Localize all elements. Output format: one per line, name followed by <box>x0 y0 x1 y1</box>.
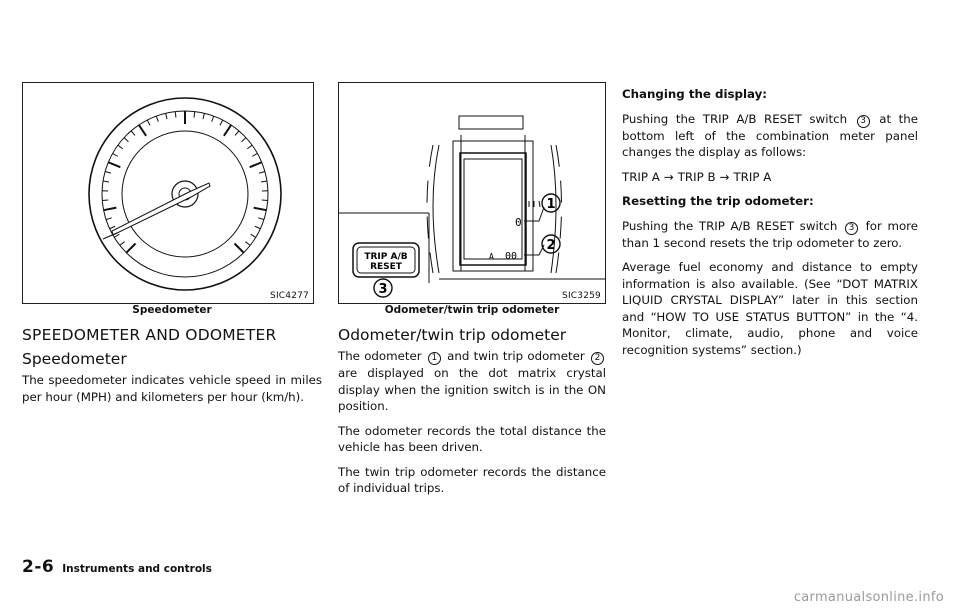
speedometer-tick <box>104 170 112 174</box>
average-fuel-paragraph: Average fuel economy and distance to emp… <box>622 260 918 357</box>
speedometer-tick <box>258 170 266 174</box>
speedometer-tick <box>103 206 117 212</box>
callout-1: 1 <box>546 197 555 212</box>
speedometer-tick <box>113 233 120 238</box>
callout-ref-3: 3 <box>856 114 870 128</box>
speedometer-tick <box>193 111 196 118</box>
speedometer-tick <box>241 137 247 143</box>
speedometer-tick <box>117 144 123 150</box>
callout-3: 3 <box>378 282 387 297</box>
svg-text:00: 00 <box>505 251 517 262</box>
speedometer-tick <box>138 124 147 137</box>
odometer-paragraph-1: The odometer 1 and twin trip odometer 2 … <box>338 349 606 413</box>
page-number: 2-6 <box>22 557 55 577</box>
speedometer-tick <box>211 115 215 122</box>
section-heading: SPEEDOMETER AND ODOMETER <box>22 326 277 344</box>
speedometer-tick <box>219 119 224 126</box>
column-speedometer: SIC4277 Speedometer SPEEDOMETER AND ODOM… <box>22 82 322 405</box>
speedometer-tick <box>123 137 129 143</box>
speedometer-tick <box>105 217 112 221</box>
speedometer-tick <box>250 233 257 238</box>
speedometer-tick <box>146 119 151 126</box>
speedometer-tick <box>234 130 240 136</box>
arrow-icon: → <box>719 169 730 184</box>
trip-reset-button-label-2: RESET <box>370 262 403 272</box>
callout-2: 2 <box>546 238 555 253</box>
figure-caption: Odometer/twin trip odometer <box>384 304 560 316</box>
speedometer-tick <box>112 153 119 157</box>
speedometer-tick <box>260 180 268 183</box>
speedometer-tick <box>253 206 267 212</box>
callout-ref-2: 2 <box>591 352 605 365</box>
speedometer-tick <box>155 115 159 122</box>
odometer-paragraph-2: The odometer records the total distance … <box>338 423 606 455</box>
column-odometer: 0 A 00 TRIP A/B RESET 1 2 3 SI <box>338 82 606 497</box>
speedometer-tick <box>174 111 177 118</box>
speedometer-tick <box>202 113 205 120</box>
speedometer-tick <box>130 130 136 136</box>
speedometer-tick <box>109 225 116 230</box>
speedometer-tick <box>165 113 168 120</box>
section-name: Instruments and controls <box>62 563 212 575</box>
trip-reset-button-label: TRIP A/B <box>364 252 407 262</box>
resetting-paragraph: Pushing the TRIP A/B RESET switch 3 for … <box>622 218 919 250</box>
speedometer-tick <box>223 124 232 137</box>
trip-sequence: TRIP A→TRIP B→TRIP A <box>622 169 772 184</box>
figure-caption: Speedometer <box>132 304 212 316</box>
svg-text:0: 0 <box>515 216 522 229</box>
subsection-heading: Odometer/twin trip odometer <box>338 326 567 344</box>
odometer-figure: 0 A 00 TRIP A/B RESET 1 2 3 SI <box>338 82 606 304</box>
changing-display-heading: Changing the display: <box>622 87 768 101</box>
odometer-paragraph-3: The twin trip odometer records the dista… <box>338 464 606 496</box>
odometer-display-illustration: 0 A 00 TRIP A/B RESET 1 2 3 <box>339 115 605 298</box>
speedometer-tick <box>245 241 251 246</box>
resetting-heading: Resetting the trip odometer: <box>622 194 814 208</box>
speedometer-tick <box>102 180 110 183</box>
page-footer: 2-6 Instruments and controls <box>22 557 212 577</box>
callout-ref-1: 1 <box>427 352 441 365</box>
speedometer-tick <box>249 161 263 169</box>
speedometer-figure: SIC4277 <box>22 82 314 304</box>
speedometer-tick <box>247 144 253 150</box>
speedometer-tick <box>258 217 265 221</box>
subsection-heading: Speedometer <box>22 350 127 368</box>
svg-text:A: A <box>489 252 494 261</box>
speedometer-tick <box>107 161 121 169</box>
speedometer-gauge-illustration <box>88 97 282 291</box>
watermark: carmanualsonline.info <box>793 590 944 605</box>
column-display-instructions: Changing the display: Pushing the TRIP A… <box>622 84 918 358</box>
speedometer-tick <box>233 242 245 254</box>
speedometer-paragraph: The speedometer indicates vehicle speed … <box>22 373 322 404</box>
arrow-icon: → <box>663 169 674 184</box>
speedometer-tick <box>254 225 261 230</box>
speedometer-tick <box>125 242 137 254</box>
changing-display-paragraph: Pushing the TRIP A/B RESET switch 3 at t… <box>622 111 919 160</box>
speedometer-tick <box>251 153 258 157</box>
speedometer-tick <box>119 241 125 246</box>
callout-ref-3: 3 <box>844 221 858 235</box>
figure-code: SIC3259 <box>562 291 601 301</box>
figure-code: SIC4277 <box>270 291 309 301</box>
